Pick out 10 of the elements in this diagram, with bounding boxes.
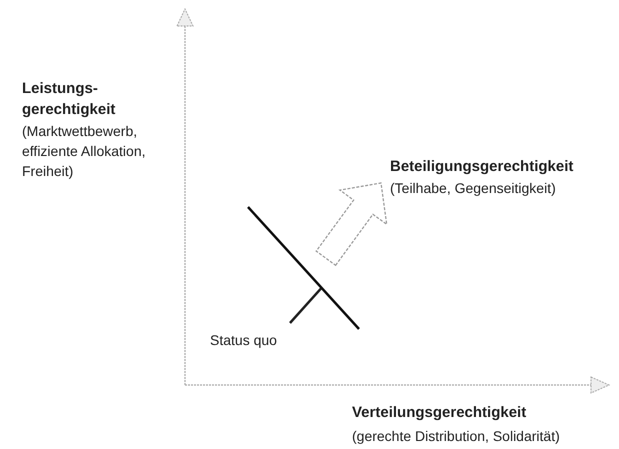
leader-line (289, 287, 323, 324)
axis-description: (Marktwettbewerb, effiziente Allokation, Freiheit) (22, 122, 146, 181)
axis-description: (gerechte Distribution, Solidarität) (352, 427, 560, 446)
axis-title: Verteilungsgerechtigkeit (352, 403, 526, 423)
node-title: Beteiligungsgerechtigkeit (390, 157, 574, 177)
status-quo-line (247, 206, 360, 330)
axis-title: Leistungs- gerechtigkeit (22, 79, 116, 120)
node-description: (Teilhabe, Gegenseitigkeit) (390, 179, 557, 198)
block-arrow (315, 182, 388, 266)
node-title: Status quo (210, 331, 278, 350)
